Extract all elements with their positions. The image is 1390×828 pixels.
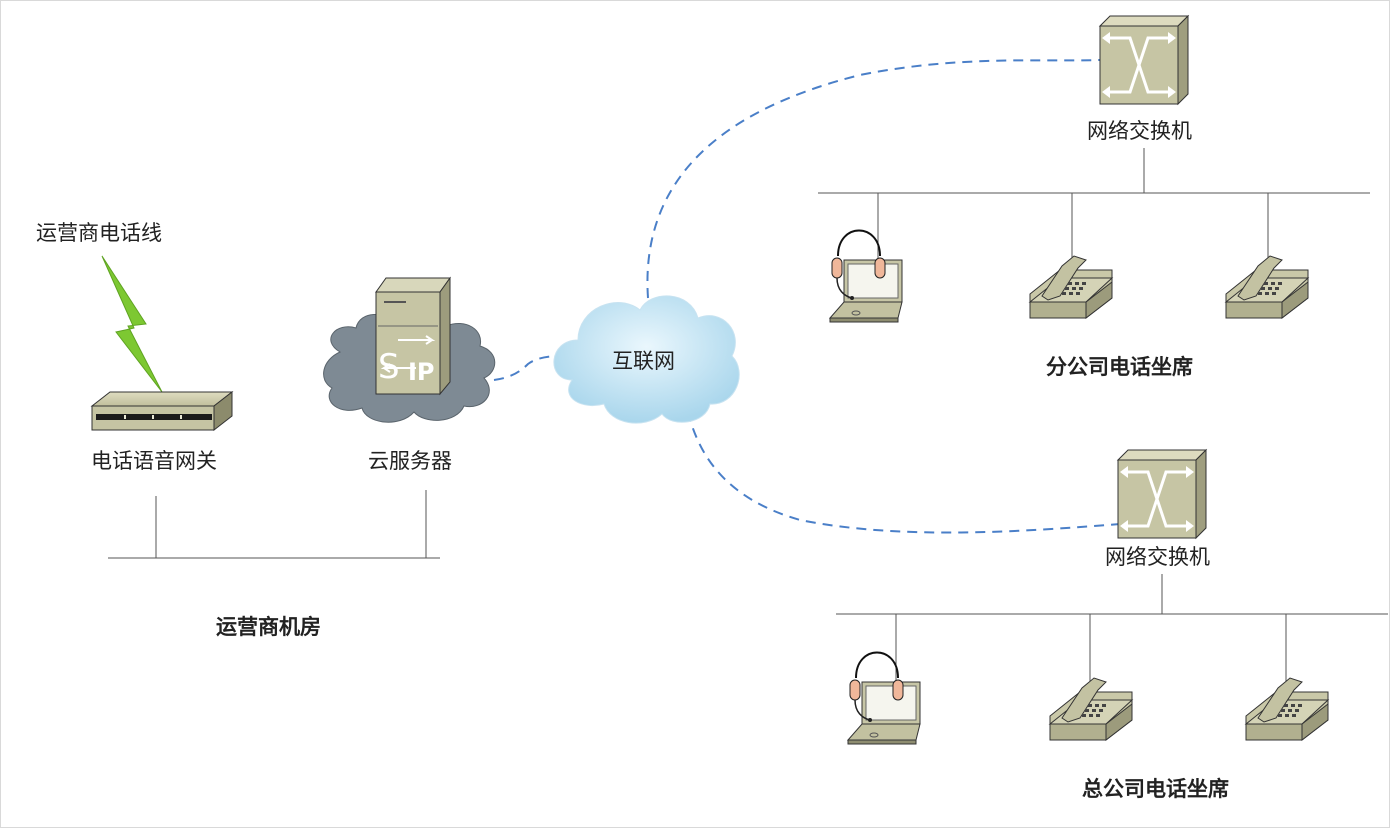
switch-icon (1116, 448, 1208, 540)
hq-switch-label: 网络交换机 (1105, 545, 1210, 569)
link-server-to-internet (493, 355, 561, 381)
internet-cloud-icon (553, 295, 740, 424)
sip-ip-glyph: IP (408, 358, 435, 386)
carrier-room-title: 运营商机房 (216, 615, 321, 639)
cloud-server-label: 云服务器 (368, 449, 452, 473)
branch-bus (818, 148, 1370, 264)
gateway-label: 电话语音网关 (91, 449, 217, 473)
branch-seats-title: 分公司电话坐席 (1046, 355, 1193, 379)
lightning-icon (101, 255, 163, 393)
desk-phone-icon (1029, 255, 1113, 319)
laptop-headset-icon (847, 651, 921, 745)
dashed-links (493, 59, 1121, 534)
internet-label: 互联网 (612, 349, 675, 373)
desk-phone-icon (1049, 677, 1133, 741)
link-internet-to-hq-switch (687, 411, 1121, 534)
hq-seats-title: 总公司电话坐席 (1082, 777, 1229, 801)
carrier-line-label: 运营商电话线 (36, 221, 162, 245)
laptop-headset-icon (829, 229, 903, 323)
switch-icon (1098, 14, 1190, 106)
hq-bus (836, 574, 1388, 686)
link-internet-to-branch-switch (646, 59, 1101, 299)
sip-server-icon: S IP (323, 276, 496, 423)
desk-phone-icon (1245, 677, 1329, 741)
carrier-room-bus (108, 490, 440, 559)
branch-switch-label: 网络交换机 (1087, 119, 1192, 143)
desk-phone-icon (1225, 255, 1309, 319)
gateway-icon (90, 390, 234, 432)
